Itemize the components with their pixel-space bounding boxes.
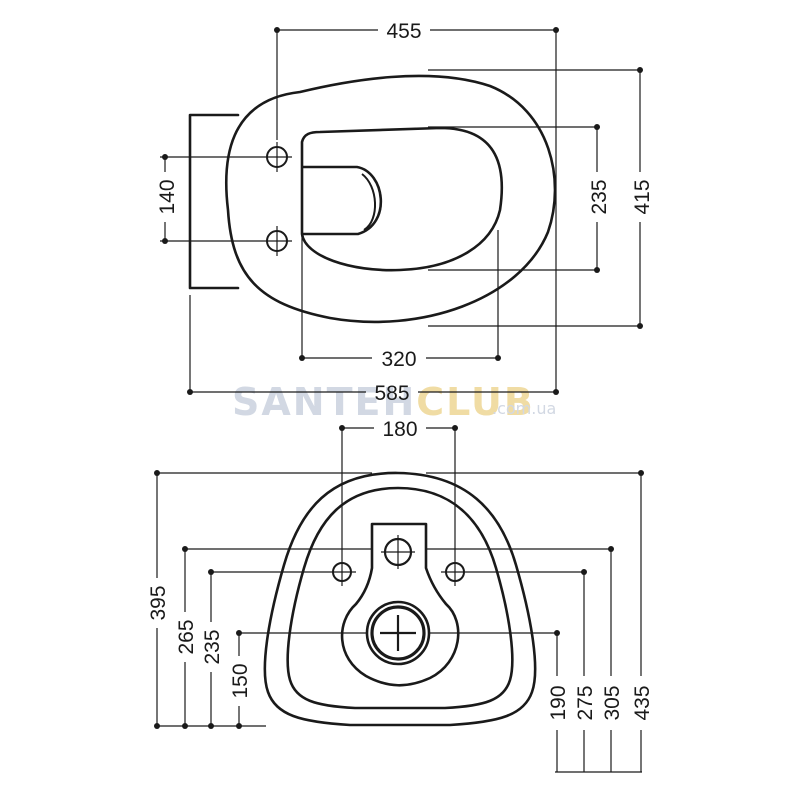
fixing-hole-icon	[262, 226, 292, 256]
dimension-140-label: 140	[156, 179, 179, 214]
watermark-domain: .com.ua	[492, 399, 556, 418]
base-inner-outline	[286, 486, 514, 710]
dimension-585: 585	[187, 295, 559, 405]
dimension-415: 415	[428, 67, 654, 329]
drain-outlet-icon	[365, 600, 431, 666]
dimension-435: 435	[631, 470, 654, 772]
dimension-235-bottom-label: 235	[201, 629, 224, 664]
top-view: 455 415 235	[156, 20, 654, 405]
fixing-hole-icon	[441, 558, 469, 586]
dimension-305: 305	[601, 546, 624, 772]
seat-inner-opening	[300, 126, 504, 272]
watermark: SANTEHCLUB .com.ua	[232, 380, 556, 424]
dimension-320-label: 320	[381, 348, 416, 371]
dimension-180: 180	[339, 418, 458, 558]
dimension-395: 395	[147, 470, 170, 729]
watermark-brand: SANTEH	[232, 380, 416, 424]
fixing-hole-icon	[262, 142, 292, 172]
dimension-180-label: 180	[382, 418, 417, 441]
dimension-455: 455	[274, 20, 559, 392]
dimension-275-label: 275	[574, 685, 597, 720]
dimension-435-label: 435	[631, 685, 654, 720]
dimension-305-label: 305	[601, 685, 624, 720]
rear-block-outline	[188, 113, 240, 290]
dimension-150-label: 150	[229, 663, 252, 698]
dimension-235-top-label: 235	[588, 179, 611, 214]
fixing-hole-icon	[328, 558, 356, 586]
dimension-275: 275	[574, 569, 597, 772]
bottom-view: 180 395 265 235	[147, 418, 654, 773]
bowl-flush-inner	[361, 173, 377, 231]
dimension-415-label: 415	[631, 179, 654, 214]
dimension-150: 150	[229, 630, 252, 729]
dimension-265-label: 265	[175, 619, 198, 654]
dimension-320: 320	[299, 230, 501, 371]
keyhole-plate-outline	[340, 522, 460, 687]
seat-outer-outline	[225, 74, 557, 324]
dimension-395-label: 395	[147, 585, 170, 620]
base-outer-outline	[263, 471, 537, 727]
dimension-265: 265	[175, 546, 198, 729]
watermark-brand-highlight: CLUB	[416, 380, 535, 424]
dimension-585-label: 585	[374, 382, 409, 405]
dimension-235: 235	[428, 124, 611, 273]
dimension-235-bottom: 235	[201, 569, 224, 729]
dimension-190: 190	[547, 630, 570, 772]
svg-text:SANTEHCLUB: SANTEHCLUB	[232, 380, 535, 424]
dimension-455-label: 455	[386, 20, 421, 43]
bowl-flush-area	[301, 165, 383, 236]
water-inlet-hole-icon	[381, 535, 415, 569]
dimension-190-label: 190	[547, 685, 570, 720]
dimension-140: 140	[156, 154, 262, 244]
